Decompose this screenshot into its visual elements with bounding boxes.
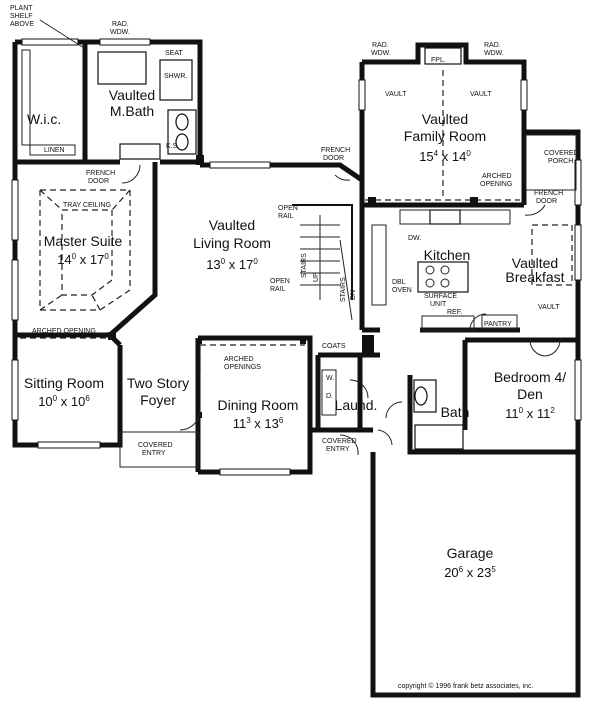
up-note: UP: [313, 272, 320, 282]
plant-shelf-note-1: PLANT: [10, 5, 33, 12]
rad-wdw-master-1: RAD.: [112, 21, 129, 28]
bedroom4-label-1: Bedroom 4/: [494, 369, 566, 385]
open-rail-lower-1: OPEN: [270, 278, 290, 285]
kitchen-label: Kitchen: [424, 247, 471, 263]
arched-opening-master: ARCHED OPENING: [32, 328, 96, 335]
wic-label: W.i.c.: [27, 111, 61, 127]
french-door-porch-2: DOOR: [536, 198, 557, 205]
master-bath-label-1: Vaulted: [109, 87, 155, 103]
living-room-label-1: Vaulted: [209, 217, 255, 233]
rad-wdw-family-left-1: RAD.: [372, 42, 389, 49]
family-room-label-1: Vaulted: [422, 111, 468, 127]
covered-porch: [525, 134, 577, 191]
stairs-up-note: STAIRS: [301, 253, 308, 278]
rad-wdw-family-left-2: WDW.: [371, 50, 391, 57]
dn-note: DN: [350, 290, 357, 300]
french-door-master-2: DOOR: [88, 178, 109, 185]
dining-room-dims: 113 x 136: [233, 416, 284, 431]
laundry-label: Laund.: [335, 397, 378, 413]
pantry-note: PANTRY: [484, 321, 512, 328]
dryer-note: D.: [326, 393, 333, 400]
covered-entry-step: [119, 431, 199, 468]
breakfast-label-1: Vaulted: [512, 255, 558, 271]
plant-shelf-note-3: ABOVE: [10, 21, 34, 28]
bedroom4-dims: 110 x 112: [505, 406, 555, 421]
covered-entry-front-1: COVERED: [138, 442, 173, 449]
arched-openings-2: OPENINGS: [224, 364, 261, 371]
garage-dims: 206 x 235: [444, 565, 496, 580]
open-rail-upper-1: OPEN: [278, 205, 298, 212]
dining-room-label: Dining Room: [218, 397, 299, 413]
living-room-dims: 130 x 170: [206, 257, 258, 272]
rad-wdw-family-right-1: RAD.: [484, 42, 501, 49]
ceiling-lines: [20, 70, 573, 375]
dbl-oven-2: OVEN: [392, 287, 412, 294]
french-door-porch-1: FRENCH: [534, 190, 563, 197]
interior-walls: [15, 42, 578, 455]
ref-note: REF.: [447, 309, 462, 316]
annotations: PLANT SHELF ABOVE RAD. WDW. SEAT SHWR. K…: [10, 5, 579, 690]
ks-note: K.S.: [166, 143, 179, 150]
dw-note: DW.: [408, 235, 421, 242]
family-room-label-2: Family Room: [404, 128, 486, 144]
foyer-label-2: Foyer: [140, 392, 176, 408]
master-bath-label-2: M.Bath: [110, 103, 154, 119]
copyright-note: copyright © 1996 frank betz associates, …: [398, 682, 534, 690]
windows: [11, 38, 582, 476]
french-door-family-1: FRENCH: [321, 147, 350, 154]
shwr-note: SHWR.: [164, 73, 187, 80]
bedroom4-label-2: Den: [517, 386, 543, 402]
vault-note-right: VAULT: [470, 91, 492, 98]
family-room-dims: 154 x 140: [419, 149, 471, 164]
french-door-family-2: DOOR: [323, 155, 344, 162]
arched-opening-kitchen-2: OPENING: [480, 181, 512, 188]
sitting-room-dims: 100 x 106: [38, 394, 90, 409]
surface-unit-1: SURFACE: [424, 293, 457, 300]
master-suite-dims: 140 x 170: [57, 252, 109, 267]
open-rail-lower-2: RAIL: [270, 286, 286, 293]
french-door-master-1: FRENCH: [86, 170, 115, 177]
tray-ceiling-note: TRAY CEILING: [63, 202, 111, 209]
coats-note: COATS: [322, 343, 346, 350]
garage-label: Garage: [447, 545, 494, 561]
dbl-oven-1: DBL: [392, 279, 406, 286]
washer-note: W.: [326, 375, 334, 382]
master-suite-label: Master Suite: [44, 233, 123, 249]
covered-entry-front-2: ENTRY: [142, 450, 166, 457]
covered-entry-side-1: COVERED: [322, 438, 357, 445]
linen-note: LINEN: [44, 147, 65, 154]
rad-wdw-family-right-2: WDW.: [484, 50, 504, 57]
covered-porch-1: COVERED: [544, 150, 579, 157]
living-room-label-2: Living Room: [193, 235, 271, 251]
doors: [121, 164, 561, 456]
bath-label: Bath: [441, 404, 470, 420]
open-rail-upper-2: RAIL: [278, 213, 294, 220]
stairs-dn-note: STAIRS: [340, 277, 347, 302]
surface-unit-2: UNIT: [430, 301, 447, 308]
covered-entry-side-2: ENTRY: [326, 446, 350, 453]
vault-note-breakfast: VAULT: [538, 304, 560, 311]
covered-porch-2: PORCH: [548, 158, 573, 165]
foyer-label-1: Two Story: [127, 375, 189, 391]
breakfast-label-2: Breakfast: [505, 269, 564, 285]
plant-shelf-note-2: SHELF: [10, 13, 33, 20]
fpl-note: FPL.: [431, 57, 446, 64]
sitting-room-label: Sitting Room: [24, 375, 104, 391]
arched-opening-kitchen-1: ARCHED: [482, 173, 512, 180]
seat-note: SEAT: [165, 50, 183, 57]
fixtures: [21, 47, 518, 450]
vault-note-left: VAULT: [385, 91, 407, 98]
rad-wdw-master-2: WDW.: [110, 29, 130, 36]
arched-openings-1: ARCHED: [224, 356, 254, 363]
